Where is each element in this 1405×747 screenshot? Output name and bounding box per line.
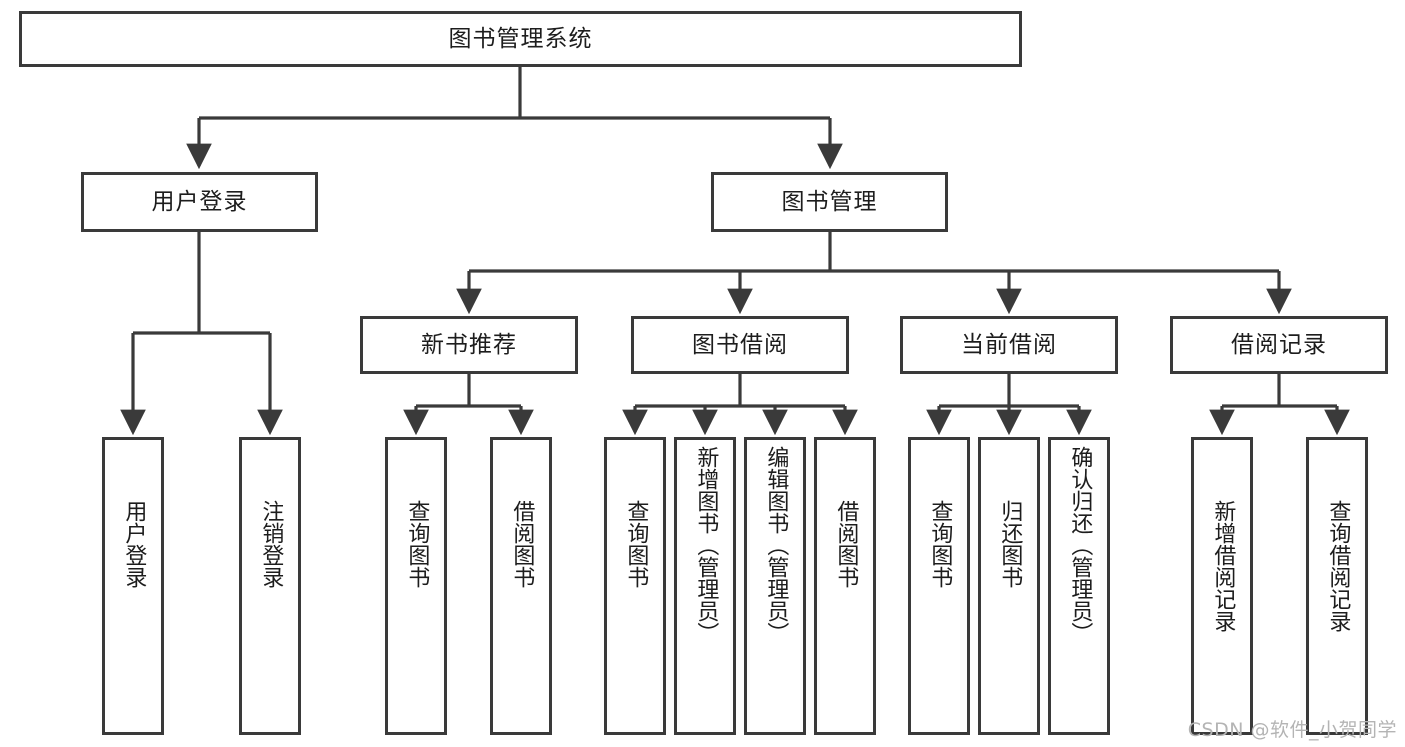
leaf-query-book-1[interactable]: 查询图书 (385, 437, 447, 735)
leaf-add-book-label: 新增图书（管理员） (693, 446, 719, 644)
leaf-query-book-3[interactable]: 查询图书 (908, 437, 970, 735)
leaf-logout-login-label: 注销登录 (258, 500, 284, 588)
leaf-edit-book-label: 编辑图书（管理员） (763, 446, 789, 644)
leaf-add-record-label: 新增借阅记录 (1210, 500, 1236, 632)
leaf-borrow-book-2-label: 借阅图书 (833, 500, 859, 588)
node-book-manage[interactable]: 图书管理 (711, 172, 948, 232)
node-book-manage-label: 图书管理 (781, 188, 878, 215)
node-book-borrow[interactable]: 图书借阅 (631, 316, 849, 374)
node-book-borrow-label: 图书借阅 (692, 331, 788, 358)
leaf-borrow-book-2[interactable]: 借阅图书 (814, 437, 876, 735)
node-user-login-label: 用户登录 (151, 188, 248, 215)
node-current-borrow[interactable]: 当前借阅 (900, 316, 1118, 374)
leaf-user-login-label: 用户登录 (121, 500, 147, 588)
node-new-book-recommend[interactable]: 新书推荐 (360, 316, 578, 374)
leaf-query-book-3-label: 查询图书 (927, 500, 953, 588)
leaf-return-book-label: 归还图书 (997, 500, 1023, 588)
leaf-query-book-1-label: 查询图书 (404, 500, 430, 588)
leaf-borrow-book-1[interactable]: 借阅图书 (490, 437, 552, 735)
node-borrow-record-label: 借阅记录 (1231, 331, 1327, 358)
leaf-confirm-return-label: 确认归还（管理员） (1067, 446, 1093, 644)
node-new-book-recommend-label: 新书推荐 (421, 331, 517, 358)
leaf-edit-book[interactable]: 编辑图书（管理员） (744, 437, 806, 735)
csdn-watermark: CSDN @软件_小贺同学 (1187, 719, 1397, 741)
leaf-return-book[interactable]: 归还图书 (978, 437, 1040, 735)
leaf-query-book-2[interactable]: 查询图书 (604, 437, 666, 735)
leaf-borrow-book-1-label: 借阅图书 (509, 500, 535, 588)
node-current-borrow-label: 当前借阅 (961, 331, 1057, 358)
leaf-query-book-2-label: 查询图书 (623, 500, 649, 588)
leaf-logout-login[interactable]: 注销登录 (239, 437, 301, 735)
leaf-user-login[interactable]: 用户登录 (102, 437, 164, 735)
leaf-add-book[interactable]: 新增图书（管理员） (674, 437, 736, 735)
leaf-query-record[interactable]: 查询借阅记录 (1306, 437, 1368, 735)
node-root-label: 图书管理系统 (448, 25, 593, 52)
leaf-confirm-return[interactable]: 确认归还（管理员） (1048, 437, 1110, 735)
node-root[interactable]: 图书管理系统 (19, 11, 1022, 67)
node-user-login[interactable]: 用户登录 (81, 172, 318, 232)
node-borrow-record[interactable]: 借阅记录 (1170, 316, 1388, 374)
leaf-query-record-label: 查询借阅记录 (1325, 500, 1351, 632)
leaf-add-record[interactable]: 新增借阅记录 (1191, 437, 1253, 735)
